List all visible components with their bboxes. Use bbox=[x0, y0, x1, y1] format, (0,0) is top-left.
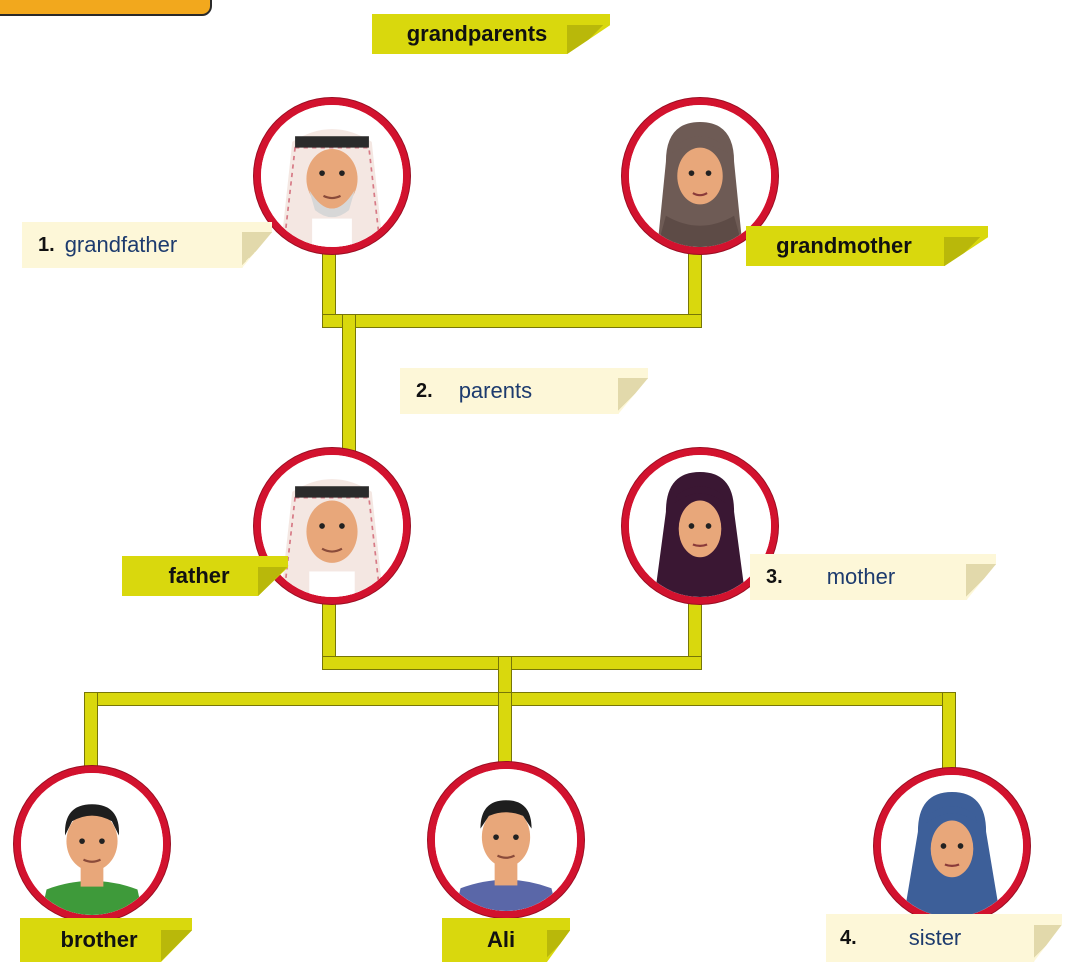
grandfather-answer-text: grandfather bbox=[64, 232, 178, 257]
connector-grandparents-bar bbox=[322, 314, 702, 328]
grandmother-portrait bbox=[622, 98, 778, 254]
parents-number: 2. bbox=[416, 379, 433, 402]
sister-answer-text: sister bbox=[908, 925, 962, 950]
father-label-text: father bbox=[168, 563, 230, 588]
grandparents-label-text: grandparents bbox=[406, 21, 548, 46]
corner-tab bbox=[0, 0, 212, 16]
father-avatar-icon bbox=[261, 455, 403, 597]
brother-portrait bbox=[14, 766, 170, 922]
ali-label-text: Ali bbox=[486, 927, 516, 952]
grandfather-answer: 1. grandfather bbox=[22, 222, 272, 268]
sister-answer: 4. sister bbox=[826, 914, 1062, 962]
mother-answer-text: mother bbox=[826, 564, 896, 589]
grandmother-label-text: grandmother bbox=[776, 233, 912, 258]
mother-number: 3. bbox=[766, 565, 783, 588]
sister-avatar-icon bbox=[881, 775, 1023, 917]
mother-answer: 3. mother bbox=[750, 554, 996, 600]
sister-portrait bbox=[874, 768, 1030, 924]
mother-avatar-icon bbox=[629, 455, 771, 597]
connector-to-father bbox=[342, 314, 356, 464]
connector-ali-down bbox=[498, 692, 512, 772]
grandmother-avatar-icon bbox=[629, 105, 771, 247]
connector-parents-bar bbox=[322, 656, 702, 670]
connector-children-bar bbox=[84, 692, 956, 706]
connector-sister-down bbox=[942, 692, 956, 778]
grandparents-label: grandparents bbox=[372, 14, 610, 54]
grandfather-avatar-icon bbox=[261, 105, 403, 247]
brother-label-text: brother bbox=[60, 927, 138, 952]
ali-avatar-icon bbox=[435, 769, 577, 911]
ali-portrait bbox=[428, 762, 584, 918]
parents-answer: 2. parents bbox=[400, 368, 648, 414]
father-portrait bbox=[254, 448, 410, 604]
ali-label: Ali bbox=[442, 918, 570, 962]
parents-answer-text: parents bbox=[458, 378, 533, 403]
grandfather-number: 1. bbox=[38, 233, 55, 256]
sister-number: 4. bbox=[840, 926, 857, 949]
father-label: father bbox=[122, 556, 288, 596]
grandmother-label: grandmother bbox=[746, 226, 988, 266]
grandfather-portrait bbox=[254, 98, 410, 254]
brother-avatar-icon bbox=[21, 773, 163, 915]
brother-label: brother bbox=[20, 918, 192, 962]
